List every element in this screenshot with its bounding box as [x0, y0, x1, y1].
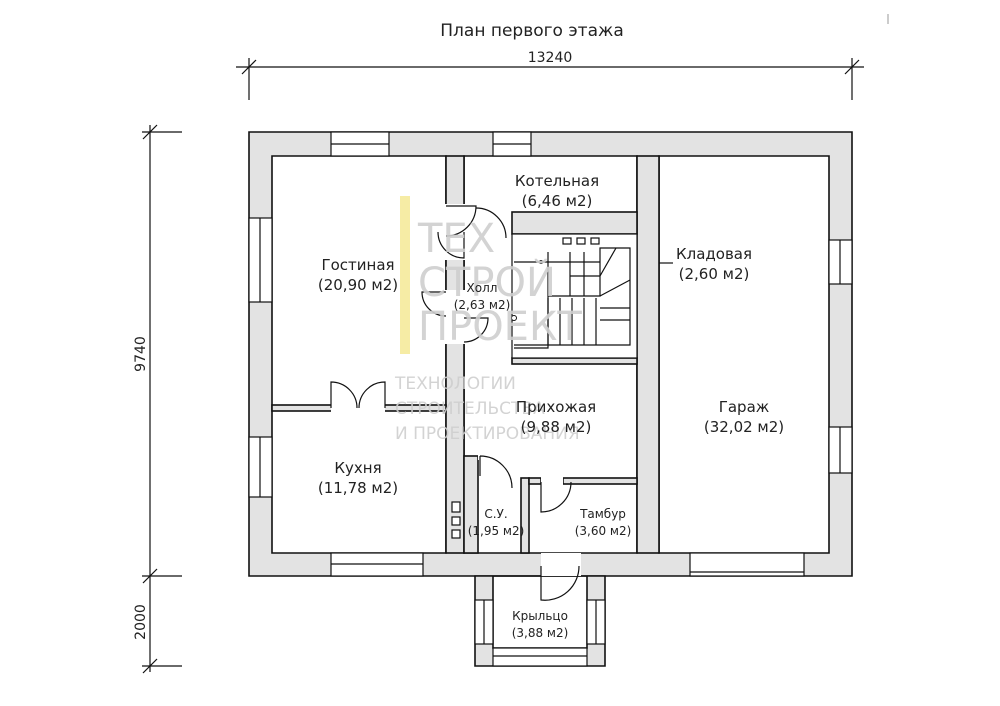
room-kotelnaya: Котельная (6,46 м2)	[515, 172, 599, 210]
svg-text:Тамбур: Тамбур	[579, 507, 626, 521]
svg-text:ТЕХНОЛОГИИ: ТЕХНОЛОГИИ	[394, 374, 516, 394]
plan-title: План первого этажа	[440, 21, 624, 41]
room-su: С.У. (1,95 м2)	[468, 507, 525, 538]
svg-text:(3,60 м2): (3,60 м2)	[575, 524, 632, 538]
svg-text:ПРОЕКТ: ПРОЕКТ	[418, 304, 582, 350]
svg-text:Кладовая: Кладовая	[676, 245, 752, 263]
svg-text:(20,90 м2): (20,90 м2)	[318, 276, 398, 294]
room-garazh: Гараж (32,02 м2)	[704, 398, 784, 436]
svg-text:Кухня: Кухня	[334, 459, 381, 477]
svg-text:(6,46 м2): (6,46 м2)	[522, 192, 593, 210]
svg-text:(32,02 м2): (32,02 м2)	[704, 418, 784, 436]
svg-text:(1,95 м2): (1,95 м2)	[468, 524, 525, 538]
porch	[474, 575, 606, 667]
watermark-logo: ТЕХ СТРОЙ ПРОЕКТ ТЕХНОЛОГИИ СТРОИТЕЛЬСТВ…	[394, 196, 582, 444]
dimension-height: 9740 2000	[133, 124, 182, 674]
room-kladovaya: Кладовая (2,60 м2)	[676, 245, 752, 283]
svg-text:Гостиная: Гостиная	[321, 256, 394, 274]
svg-text:(9,88 м2): (9,88 м2)	[521, 418, 592, 436]
room-gostinaya: Гостиная (20,90 м2)	[318, 256, 398, 294]
kitchen-appliances	[451, 501, 461, 539]
svg-text:(2,63 м2): (2,63 м2)	[454, 298, 511, 312]
svg-text:9740: 9740	[133, 336, 149, 372]
svg-text:Котельная: Котельная	[515, 172, 599, 190]
svg-text:(2,60 м2): (2,60 м2)	[679, 265, 750, 283]
dimension-width: 13240	[236, 50, 864, 100]
svg-text:(11,78 м2): (11,78 м2)	[318, 479, 398, 497]
svg-text:Крыльцо: Крыльцо	[512, 609, 568, 623]
svg-text:С.У.: С.У.	[484, 507, 507, 521]
svg-text:Холл: Холл	[467, 281, 498, 295]
room-holl: Холл (2,63 м2)	[454, 281, 511, 312]
room-prihozhaya: Прихожая (9,88 м2)	[516, 398, 596, 436]
svg-text:Прихожая: Прихожая	[516, 398, 596, 416]
svg-text:ТЕХ: ТЕХ	[417, 216, 495, 262]
svg-text:2000: 2000	[133, 604, 149, 640]
room-kuhnya: Кухня (11,78 м2)	[318, 459, 398, 497]
room-krylco: Крыльцо (3,88 м2)	[512, 609, 569, 640]
svg-text:СТРОИТЕЛЬСТВА: СТРОИТЕЛЬСТВА	[395, 399, 545, 419]
svg-text:13240: 13240	[528, 50, 573, 66]
svg-text:И ПРОЕКТИРОВАНИЯ: И ПРОЕКТИРОВАНИЯ	[395, 424, 580, 444]
svg-text:Гараж: Гараж	[719, 398, 770, 416]
doors	[330, 204, 673, 601]
svg-text:(3,88 м2): (3,88 м2)	[512, 626, 569, 640]
room-tambur: Тамбур (3,60 м2)	[575, 507, 632, 538]
svg-text:СТРОЙ: СТРОЙ	[418, 258, 556, 306]
staircase	[511, 233, 638, 359]
windows	[248, 131, 853, 577]
